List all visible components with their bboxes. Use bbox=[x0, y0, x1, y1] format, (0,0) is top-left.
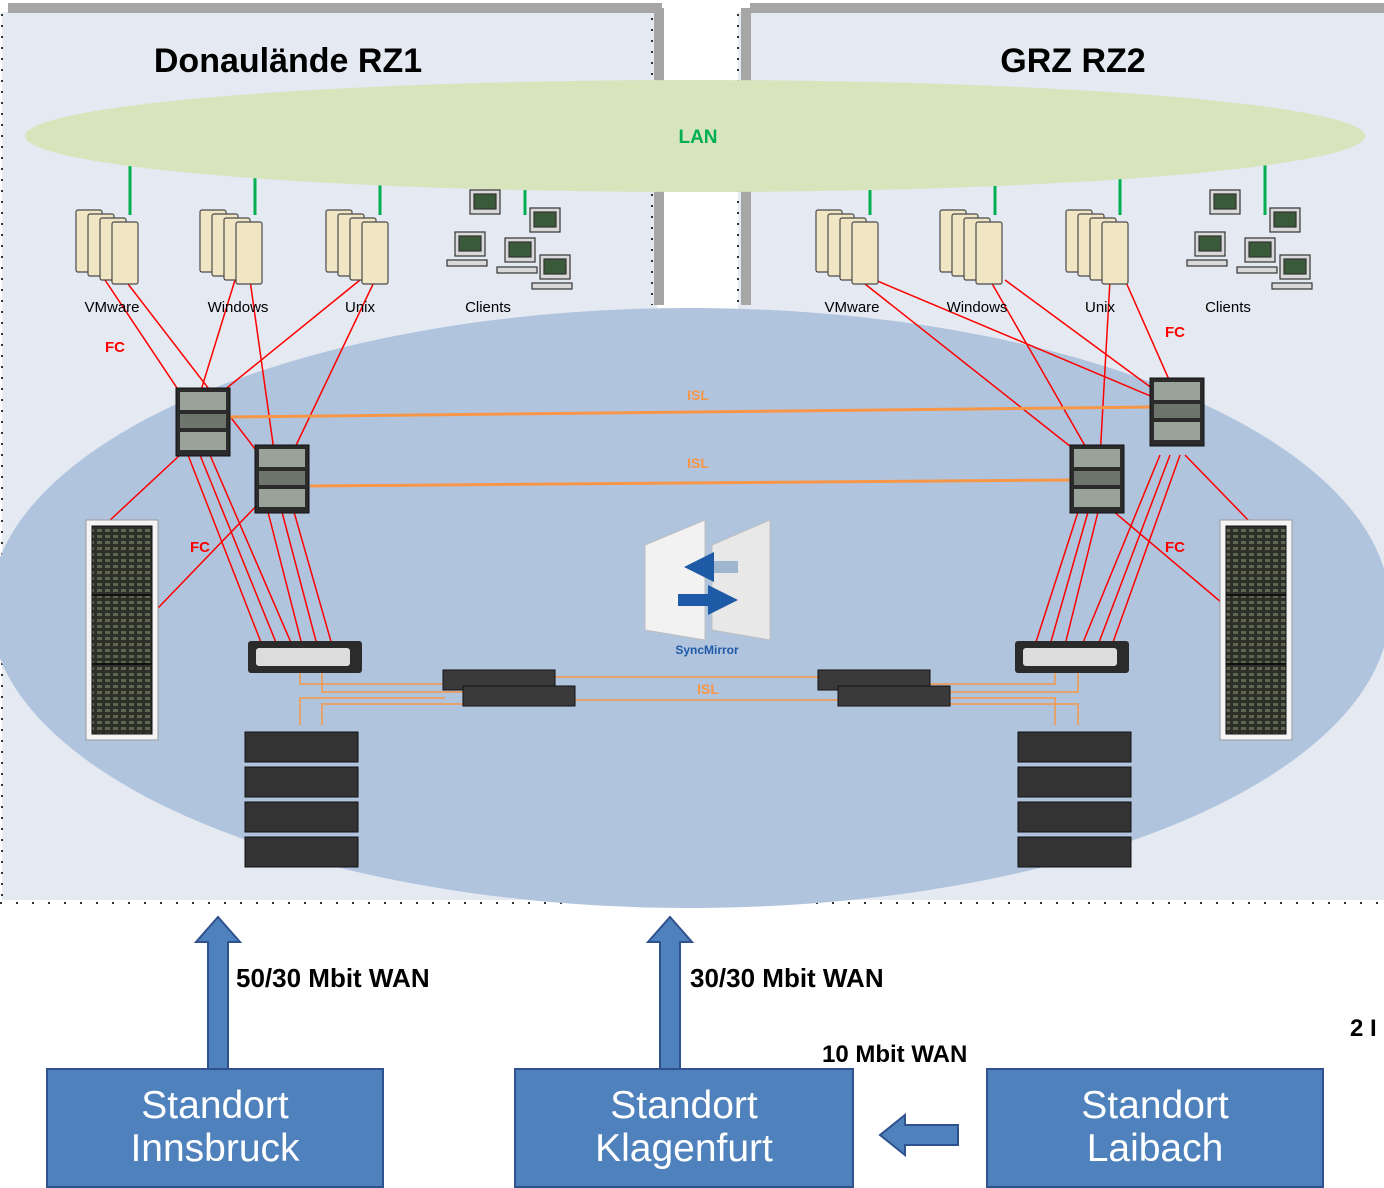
syncmirror-icon bbox=[644, 519, 771, 641]
wan-label-innsbruck: 50/30 Mbit WAN bbox=[236, 963, 430, 993]
server-label-unix-left: Unix bbox=[345, 299, 376, 316]
storage-controller-left bbox=[248, 641, 362, 673]
fc-label-right-bottom: FC bbox=[1165, 539, 1185, 556]
storage-cabling bbox=[299, 670, 1079, 725]
server-group-vmware-left bbox=[75, 209, 139, 285]
fc-label-right-top: FC bbox=[1165, 324, 1185, 341]
lan-label: LAN bbox=[678, 127, 717, 148]
server-label-clients-right: Clients bbox=[1205, 299, 1251, 316]
site-klagenfurt-line1: Standort bbox=[610, 1084, 758, 1128]
clients-icon bbox=[1186, 189, 1313, 290]
fc-label-left-top: FC bbox=[105, 339, 125, 356]
syncmirror-label: SyncMirror bbox=[675, 643, 739, 657]
site-klagenfurt: Standort Klagenfurt bbox=[514, 1068, 854, 1188]
site-laibach-line1: Standort bbox=[1081, 1084, 1229, 1128]
fc-bridges-left bbox=[442, 669, 576, 707]
fc-switch-left-2 bbox=[254, 444, 310, 514]
server-label-vmware-left: VMware bbox=[84, 299, 139, 316]
isl-label-1: ISL bbox=[687, 387, 709, 403]
server-label-clients-left: Clients bbox=[465, 299, 511, 316]
server-label-vmware-right: VMware bbox=[824, 299, 879, 316]
wan-arrow-laibach bbox=[878, 1112, 959, 1158]
server-icon bbox=[75, 209, 139, 285]
fc-switch-left-1 bbox=[175, 387, 231, 457]
fc-switch-right-1 bbox=[1149, 377, 1205, 447]
site-innsbruck-line2: Innsbruck bbox=[130, 1127, 300, 1170]
disk-shelves-right bbox=[1017, 731, 1132, 868]
disk-shelves-left bbox=[244, 731, 359, 868]
server-group-unix-left bbox=[325, 209, 389, 285]
fc-label-left-bottom: FC bbox=[190, 539, 210, 556]
storage-controller-right bbox=[1015, 641, 1129, 673]
server-group-unix-right bbox=[1065, 209, 1129, 285]
isl-label-2: ISL bbox=[687, 455, 709, 471]
datacenter-rz2-title: GRZ RZ2 bbox=[1000, 42, 1145, 80]
storage-rack-right bbox=[1219, 519, 1293, 741]
server-group-windows-left bbox=[199, 209, 263, 285]
fc-switch-right-2 bbox=[1069, 444, 1125, 514]
server-group-windows-right bbox=[939, 209, 1003, 285]
server-group-vmware-right bbox=[815, 209, 879, 285]
site-innsbruck-line1: Standort bbox=[141, 1084, 289, 1128]
server-label-unix-right: Unix bbox=[1085, 299, 1116, 316]
wan-label-laibach: 10 Mbit WAN bbox=[822, 1041, 967, 1068]
server-label-windows-right: Windows bbox=[947, 299, 1008, 316]
site-laibach-line2: Laibach bbox=[1086, 1127, 1224, 1170]
fc-bridges-right bbox=[817, 669, 951, 707]
wan-label-klagenfurt: 30/30 Mbit WAN bbox=[690, 963, 884, 993]
site-klagenfurt-line2: Klagenfurt bbox=[595, 1127, 773, 1170]
server-icon bbox=[199, 209, 263, 285]
server-icon bbox=[325, 209, 389, 285]
server-label-windows-left: Windows bbox=[208, 299, 269, 316]
site-laibach: Standort Laibach bbox=[986, 1068, 1324, 1188]
server-icon bbox=[1065, 209, 1129, 285]
server-icon bbox=[815, 209, 879, 285]
wan-label-cutoff: 2 I bbox=[1350, 1015, 1377, 1042]
server-icon bbox=[939, 209, 1003, 285]
storage-rack-left bbox=[85, 519, 159, 741]
lan-ellipse bbox=[25, 80, 1365, 192]
datacenter-rz1-title: Donaulände RZ1 bbox=[154, 42, 422, 80]
wan-arrow-innsbruck bbox=[193, 915, 243, 1071]
fc-links bbox=[104, 279, 1251, 646]
isl-links bbox=[229, 405, 1151, 488]
clients-icon bbox=[446, 189, 573, 290]
site-innsbruck: Standort Innsbruck bbox=[46, 1068, 384, 1188]
isl-label-3: ISL bbox=[697, 681, 719, 697]
wan-arrow-klagenfurt bbox=[645, 915, 695, 1071]
